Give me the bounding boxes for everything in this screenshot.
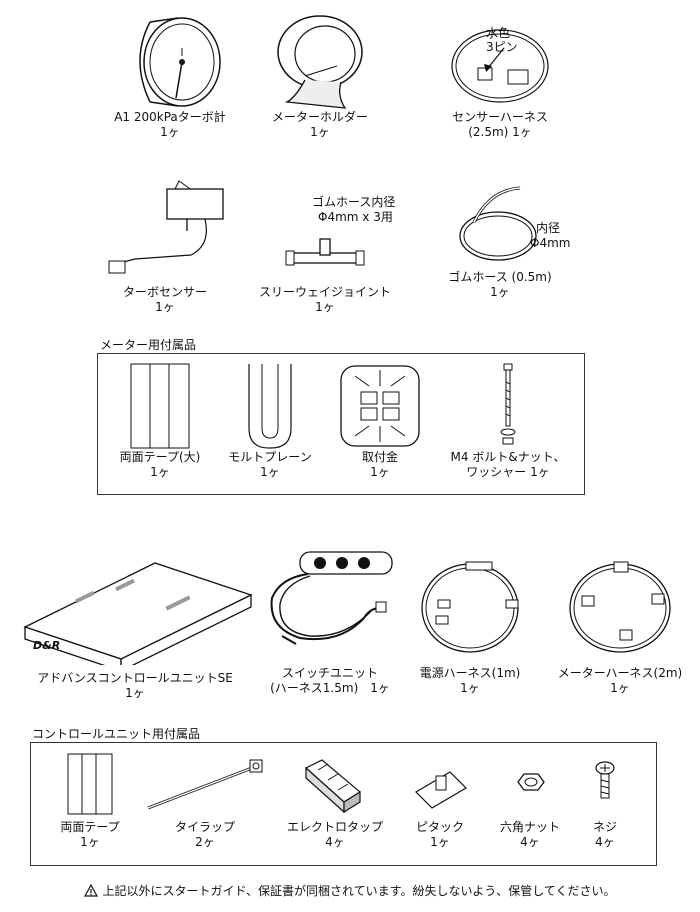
meter-holder-illustration [277,15,363,109]
tie-wrap-label: タイラップ [174,820,235,834]
control-accessories-box [30,742,657,866]
switch-unit-label: スイッチユニット [281,666,378,680]
item-turbo-meter: A1 200kPaターボ計 1ヶ [85,10,255,140]
section-title-control-accessories: コントロールユニット用付属品 [32,727,201,741]
screw-qty: 4ヶ [595,835,615,849]
item-turbo-sensor: ターボセンサー 1ヶ [85,175,245,315]
power-harness-qty: 1ヶ [460,681,480,695]
section-title-meter-accessories: メーター用付属品 [100,338,197,352]
bolt-nut-illustration [500,363,516,445]
three-way-joint-illustration [285,238,365,266]
three-way-joint-label: スリーウェイジョイント [258,285,391,299]
sensor-harness-qty: (2.5m) 1ヶ [468,125,532,139]
item-rubber-hose: ゴムホース (0.5m) 1ヶ [425,180,575,300]
sensor-harness-callout-2: 3ピン [486,40,518,54]
molt-plane-label: モルトプレーン [228,450,312,464]
turbo-sensor-qty: 1ヶ [155,300,175,314]
turbo-sensor-label: ターボセンサー [122,285,207,299]
screw-label: ネジ [592,820,617,834]
control-unit-logo: D&R [33,639,60,652]
double-tape-large-label: 両面テープ(大) [119,450,201,464]
warning-icon [84,884,99,897]
three-way-joint-callout-1: ゴムホース内径 [312,195,396,209]
item-double-tape: 両面テープ 1ヶ [45,752,135,850]
meter-harness-qty: 1ヶ [610,681,630,695]
control-unit-label: アドバンスコントロールユニットSE [37,671,233,685]
control-unit-illustration: D&R [23,562,253,665]
meter-harness-label: メーターハーネス(2m) [557,666,683,680]
control-unit-qty: 1ヶ [125,686,145,700]
footer-note: 上記以外にスタートガイド、保証書が同梱されています。紛失しないよう、保管してくだ… [102,884,616,898]
power-harness-illustration [421,561,519,653]
electro-tap-label: エレクトロタップ [286,820,383,834]
three-way-joint-callout-2: Φ4mm x 3用 [318,210,393,224]
molt-plane-illustration [248,364,292,449]
power-harness-label: 電源ハーネス(1m) [419,666,521,680]
item-meter-holder: メーターホルダー 1ヶ [245,10,395,140]
electro-tap-qty: 4ヶ [325,835,345,849]
molt-plane-qty: 1ヶ [260,465,280,479]
mount-bracket-qty: 1ヶ [370,465,390,479]
mount-bracket-illustration [340,365,420,447]
item-double-tape-large: 両面テープ(大) 1ヶ [115,362,205,480]
item-sensor-harness: センサーハーネス (2.5m) 1ヶ [425,10,575,140]
item-hex-nut: 六角ナット 4ヶ [485,752,575,850]
bolt-nut-qty: ワッシャー 1ヶ [466,465,550,479]
double-tape-qty: 1ヶ [80,835,100,849]
switch-unit-qty: (ハーネス1.5m) 1ヶ [270,681,390,695]
item-tie-wrap: タイラップ 2ヶ [140,752,270,850]
item-screw: ネジ 4ヶ [565,752,645,850]
rubber-hose-qty: 1ヶ [490,285,510,299]
item-three-way-joint: スリーウェイジョイント 1ヶ [250,235,400,315]
pitack-illustration [415,771,467,809]
bolt-nut-label: M4 ボルト&ナット、 [450,450,566,464]
meter-harness-illustration [569,561,671,653]
sensor-harness-callout-1: 水色 [486,26,511,40]
sensor-harness-illustration [451,29,549,103]
item-switch-unit: スイッチユニット (ハーネス1.5m) 1ヶ [255,548,405,696]
double-tape-large-qty: 1ヶ [150,465,170,479]
double-tape-illustration [67,753,113,815]
meter-holder-label: メーターホルダー [271,110,368,124]
pitack-qty: 1ヶ [430,835,450,849]
double-tape-label: 両面テープ [60,820,120,834]
tie-wrap-illustration [147,759,263,810]
mount-bracket-label: 取付金 [361,450,398,464]
double-tape-large-illustration [130,363,190,449]
meter-accessories-box [97,353,585,495]
rubber-hose-callout-1: 内径 [536,221,561,235]
electro-tap-illustration [304,759,362,814]
turbo-meter-qty: 1ヶ [160,125,180,139]
rubber-hose-label: ゴムホース (0.5m) [448,270,552,284]
tie-wrap-qty: 2ヶ [195,835,215,849]
turbo-meter-illustration [139,17,221,107]
hex-nut-label: 六角ナット [499,820,560,834]
footer-note-row: 上記以外にスタートガイド、保証書が同梱されています。紛失しないよう、保管してくだ… [0,882,700,899]
item-power-harness: 電源ハーネス(1m) 1ヶ [395,548,545,696]
item-molt-plane: モルトプレーン 1ヶ [225,362,315,480]
pitack-label: ピタック [415,820,464,834]
three-way-joint-qty: 1ヶ [315,300,335,314]
rubber-hose-callout-2: Φ4mm [530,236,571,250]
switch-unit-illustration [270,551,393,645]
item-electro-tap: エレクトロタップ 4ヶ [275,752,395,850]
sensor-harness-label: センサーハーネス [452,110,548,124]
hex-nut-illustration [517,773,545,791]
turbo-meter-label: A1 200kPaターボ計 [114,110,226,124]
item-meter-harness: メーターハーネス(2m) 1ヶ [545,548,695,696]
hex-nut-qty: 4ヶ [520,835,540,849]
item-bolt-nut: M4 ボルト&ナット、 ワッシャー 1ヶ [443,362,573,480]
item-pitack: ピタック 1ヶ [395,752,485,850]
item-mount-bracket: 取付金 1ヶ [330,362,430,480]
turbo-sensor-illustration [108,180,224,274]
meter-holder-qty: 1ヶ [310,125,330,139]
screw-illustration [595,761,615,799]
item-control-unit: D&R アドバンスコントロールユニットSE 1ヶ [5,555,265,701]
rubber-hose-illustration [459,186,537,261]
